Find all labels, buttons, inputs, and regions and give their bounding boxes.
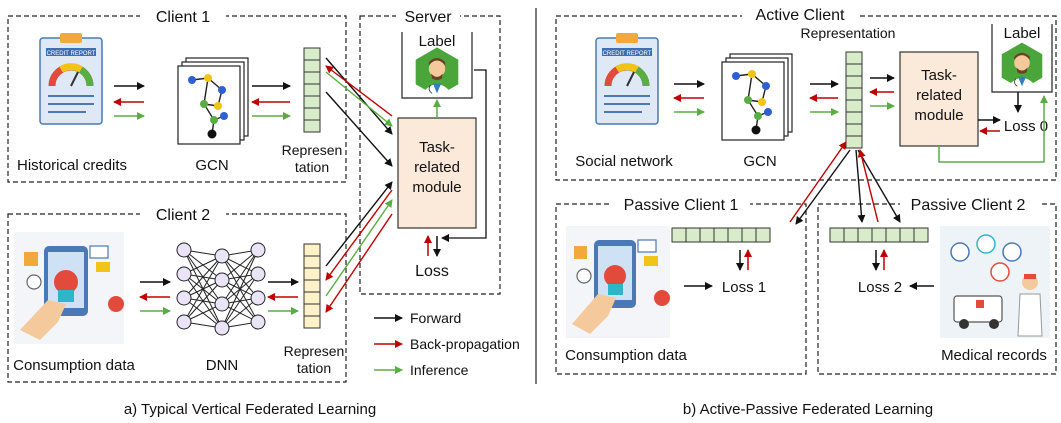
active-module-line3: module — [914, 107, 963, 124]
client2-model-label: DNN — [206, 357, 239, 374]
right-caption: b) Active-Passive Federated Learning — [683, 401, 933, 418]
client2-panel: Client 2 Consumption data — [7, 204, 347, 383]
left-caption: a) Typical Vertical Federated Learning — [124, 401, 376, 418]
passive2-data-label: Medical records — [941, 347, 1047, 364]
credit-report-icon: CREDIT REPORT — [39, 33, 103, 125]
backprop-arrow — [325, 65, 393, 117]
server-panel: Server Label Task- related module Loss — [359, 6, 501, 295]
server-module-line2: related — [414, 159, 460, 176]
client1-rep-label-2: tation — [295, 159, 329, 175]
passive-client1-title: Passive Client 1 — [624, 197, 739, 214]
server-label-box — [401, 32, 473, 99]
passive-client2-title: Passive Client 2 — [911, 197, 1026, 214]
credit-report-text: CREDIT REPORT — [47, 51, 96, 57]
passive2-representation-vector — [829, 227, 929, 243]
passive-client2-panel-border — [817, 203, 1057, 375]
forward-arrow — [325, 91, 393, 167]
server-module-line3: module — [412, 179, 461, 196]
passive1-loss: Loss 1 — [722, 279, 766, 296]
backprop-arrow — [325, 213, 393, 313]
inference-arrow — [325, 71, 393, 127]
client-server-arrows — [325, 57, 393, 313]
passive-client2-panel: Passive Client 2 Loss 2 — [817, 194, 1057, 375]
backprop-arrow — [857, 149, 879, 223]
active-label-title: Label — [1004, 25, 1041, 42]
legend-forward: Forward — [410, 310, 461, 326]
active-model-label: GCN — [743, 153, 776, 170]
backprop-arrow — [789, 141, 847, 223]
active-task-module — [899, 51, 979, 147]
active-client-title: Active Client — [756, 7, 845, 24]
client2-rep-label-2: tation — [297, 360, 331, 376]
server-panel-border — [359, 15, 501, 295]
passive1-representation-vector — [671, 227, 771, 243]
doctor-icon — [415, 46, 459, 98]
client1-model-label: GCN — [195, 157, 228, 174]
server-label-title: Label — [419, 33, 456, 50]
passive-active-arrows — [789, 141, 901, 225]
client2-rep-label-1: Represen — [284, 343, 345, 359]
inference-arrow — [938, 95, 1048, 163]
forward-arrow — [857, 149, 901, 223]
client1-representation-vector — [303, 47, 321, 133]
active-report-text: CREDIT REPORT — [603, 51, 652, 57]
passive1-consumption-icon — [566, 226, 670, 338]
legend: Forward Back-propagation Inference — [374, 310, 520, 378]
active-rep-label: Representation — [801, 25, 896, 41]
client2-representation-vector — [303, 243, 321, 329]
client2-title: Client 2 — [156, 207, 210, 224]
medical-records-icon — [940, 226, 1050, 338]
social-network-icon: CREDIT REPORT — [595, 33, 659, 125]
gcn-icon — [177, 57, 249, 145]
server-task-module — [397, 117, 477, 229]
server-title: Server — [404, 9, 452, 26]
dnn-icon — [176, 242, 266, 336]
legend-inference: Inference — [410, 362, 469, 378]
client2-data-label: Consumption data — [13, 357, 135, 374]
active-label-box — [991, 24, 1053, 93]
client1-panel: Client 1 CREDIT REPORT Historical credit… — [7, 6, 347, 183]
active-module-line2: related — [916, 87, 962, 104]
server-loss: Loss — [415, 263, 449, 280]
active-module-line1: Task- — [921, 67, 957, 84]
forward-arrow — [855, 149, 866, 223]
legend-backprop: Back-propagation — [410, 336, 520, 352]
client1-title: Client 1 — [156, 9, 210, 26]
active-client-panel: Active Client CREDIT REPORT Social netwo… — [555, 4, 1057, 181]
passive-client1-panel: Passive Client 1 Consumption data — [555, 194, 807, 375]
server-module-line1: Task- — [419, 139, 455, 156]
client1-data-label: Historical credits — [17, 157, 127, 174]
active-data-label: Social network — [575, 153, 673, 170]
forward-arrow — [325, 181, 393, 267]
backprop-arrow — [325, 189, 393, 281]
active-gcn-icon — [721, 53, 793, 141]
forward-arrow — [325, 57, 393, 135]
passive1-data-label: Consumption data — [565, 347, 687, 364]
client1-rep-label-1: Represen — [282, 142, 343, 158]
consumption-icon — [14, 232, 124, 344]
inference-arrow — [325, 199, 393, 297]
active-representation-vector — [845, 51, 863, 149]
label-to-loss-arrow — [441, 69, 487, 242]
active-loss0: Loss 0 — [1004, 118, 1048, 135]
forward-arrow — [795, 149, 851, 225]
active-doctor-icon — [1001, 42, 1043, 90]
passive2-loss: Loss 2 — [858, 279, 902, 296]
